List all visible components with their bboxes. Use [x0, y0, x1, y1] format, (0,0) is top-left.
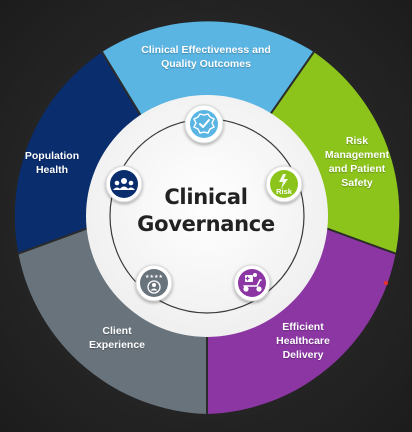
center-title-line1: Clinical [164, 185, 248, 209]
risk-icon: Risk [265, 165, 303, 203]
label-effectiveness: Clinical Effectiveness and Quality Outco… [141, 44, 271, 70]
label-delivery: Efficient Healthcare Delivery [276, 321, 330, 361]
segment-delivery [207, 226, 396, 414]
marker-dot [383, 280, 389, 286]
label-client: Client Experience [88, 325, 146, 351]
people-group-icon [105, 165, 143, 203]
delivery-scooter-icon [233, 264, 271, 302]
risk-icon-text: Risk [276, 187, 293, 196]
segment-dividers [18, 51, 396, 414]
segment-risk [269, 52, 400, 254]
center-title: Clinical Governance [118, 184, 294, 238]
shield-check-icon [184, 104, 224, 144]
center-title-line2: Governance [137, 212, 275, 236]
segment-client [18, 226, 208, 414]
segment-population [14, 52, 141, 254]
client-rating-icon: ★★★★ [135, 264, 173, 302]
segment-effectiveness [102, 21, 314, 116]
label-risk: Risk Management and Patient Safety [324, 135, 390, 189]
svg-text:★★★★: ★★★★ [145, 274, 163, 280]
label-population: Population Health [24, 150, 80, 176]
